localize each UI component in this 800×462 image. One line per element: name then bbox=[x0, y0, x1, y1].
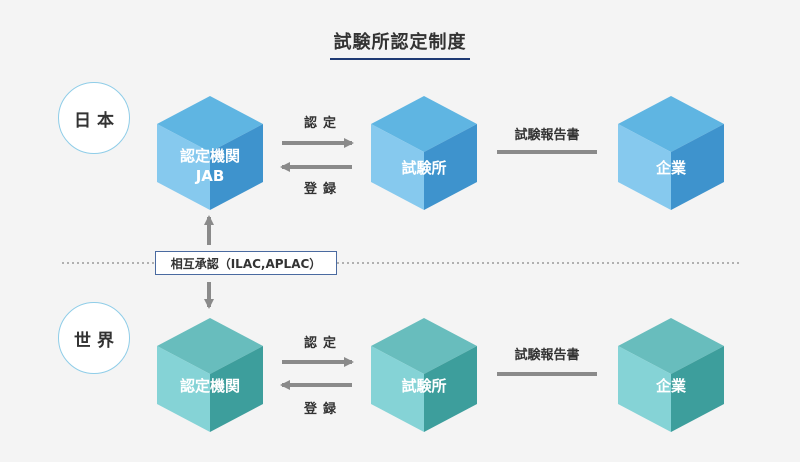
label-lab-japan: 試験所 bbox=[401, 159, 447, 177]
label-accreditation-body-japan: 認定機関 JAB bbox=[155, 146, 265, 186]
mutual-recognition-box: 相互承認（ILAC,APLAC） bbox=[155, 251, 337, 275]
label-lab-world: 試験所 bbox=[401, 377, 447, 395]
label-company-japan: 企業 bbox=[655, 159, 686, 177]
label-accredit-world: 認定 bbox=[303, 336, 342, 351]
label-company-world: 企業 bbox=[655, 377, 686, 395]
region-japan: 日本 bbox=[58, 82, 130, 154]
label-report-world: 試験報告書 bbox=[514, 348, 580, 363]
label-accreditation-body-line1: 認定機関 bbox=[179, 147, 240, 165]
label-report-japan: 試験報告書 bbox=[514, 128, 580, 143]
title-underline bbox=[330, 58, 470, 60]
diagram-title: 試験所認定制度 bbox=[333, 32, 467, 53]
region-world: 世界 bbox=[58, 302, 130, 374]
cube-lab-japan bbox=[371, 96, 477, 210]
cube-accreditation-body-japan bbox=[157, 96, 263, 210]
cube-accreditation-body-world bbox=[157, 318, 263, 432]
label-register-japan: 登録 bbox=[303, 182, 342, 197]
label-accreditation-body-world: 認定機関 bbox=[179, 377, 240, 395]
label-accreditation-body-line2: JAB bbox=[195, 167, 225, 185]
label-register-world: 登録 bbox=[303, 402, 342, 417]
cube-company-japan bbox=[618, 96, 724, 210]
cube-lab-world bbox=[371, 318, 477, 432]
cube-company-world bbox=[618, 318, 724, 432]
label-accredit-japan: 認定 bbox=[303, 116, 342, 131]
